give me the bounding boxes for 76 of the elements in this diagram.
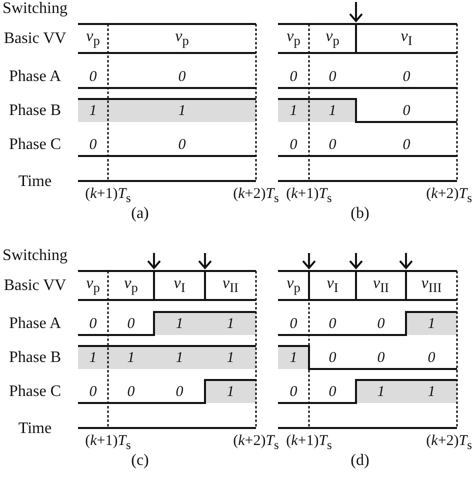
vector-label: v$_{I}$ [400,28,412,50]
state-value: 0 [290,136,298,154]
panel-label: (d) [350,452,370,470]
panel-label: (c) [131,452,149,470]
row-label: Phase A [9,68,61,86]
row-label: Basic VV [4,30,66,48]
vector-label: v$_{II}$ [373,274,389,298]
time-label: (k+2)T$_{s}$ [233,432,279,454]
state-value: 1 [178,102,186,120]
state-value: 1 [176,348,184,366]
row-label: Time [18,420,52,438]
state-value: 0 [377,348,385,366]
state-value: 1 [89,102,97,120]
state-value: 0 [328,348,336,366]
state-value: 1 [176,314,184,332]
row-label: Phase B [9,348,61,366]
state-value: 1 [328,102,336,120]
state-value: 0 [176,382,184,400]
state-value: 1 [89,348,97,366]
vector-label: v$_{p}$ [286,28,300,50]
state-value: 0 [328,382,336,400]
state-value: 0 [178,68,186,86]
state-value: 0 [89,136,97,154]
row-label: Basic VV [4,277,66,295]
row-label: Switching [2,0,68,18]
state-value: 0 [328,136,336,154]
state-value: 1 [377,382,385,400]
row-label: Phase C [9,382,61,400]
vector-label: v$_{p}$ [124,274,138,298]
vector-label: v$_{I}$ [174,274,186,298]
state-value: 1 [127,348,135,366]
state-value: 0 [328,314,336,332]
state-value: 0 [402,102,410,120]
state-value: 0 [290,68,298,86]
vector-label: v$_{p}$ [86,274,100,298]
time-label: (k+1)T$_{s}$ [286,432,332,454]
time-label: (k+2)T$_{s}$ [426,185,472,207]
state-value: 0 [377,314,385,332]
state-value: 1 [428,314,436,332]
panel-label: (b) [350,205,370,223]
vector-label: v$_{p}$ [286,274,300,298]
state-value: 0 [89,382,97,400]
state-value: 1 [428,382,436,400]
state-value: 0 [402,68,410,86]
row-label: Time [18,173,52,191]
state-value: 0 [127,314,135,332]
state-value: 0 [402,136,410,154]
state-value: 0 [89,68,97,86]
row-label: Phase A [9,314,61,332]
state-value: 0 [178,136,186,154]
state-value: 0 [127,382,135,400]
vector-label: v$_{I}$ [326,274,338,298]
time-label: (k+1)T$_{s}$ [85,185,131,207]
time-label: (k+1)T$_{s}$ [286,185,332,207]
state-value: 0 [328,68,336,86]
state-value: 0 [89,314,97,332]
state-value: 0 [290,314,298,332]
state-value: 1 [226,348,234,366]
state-value: 1 [290,348,298,366]
state-value: 1 [290,102,298,120]
vector-label: v$_{p}$ [326,28,340,50]
panel-label: (a) [131,205,149,223]
state-value: 0 [428,348,436,366]
time-label: (k+2)T$_{s}$ [426,432,472,454]
vector-label: v$_{III}$ [421,274,442,298]
vector-label: v$_{II}$ [222,274,238,298]
row-label: Phase C [9,136,61,154]
state-value: 1 [226,314,234,332]
time-label: (k+2)T$_{s}$ [233,185,279,207]
vector-label: v$_{p}$ [86,28,100,50]
row-label: Switching [2,247,68,265]
state-value: 1 [226,382,234,400]
row-label: Phase B [9,102,61,120]
time-label: (k+1)T$_{s}$ [85,432,131,454]
vector-label: v$_{p}$ [175,28,189,50]
state-value: 0 [290,382,298,400]
